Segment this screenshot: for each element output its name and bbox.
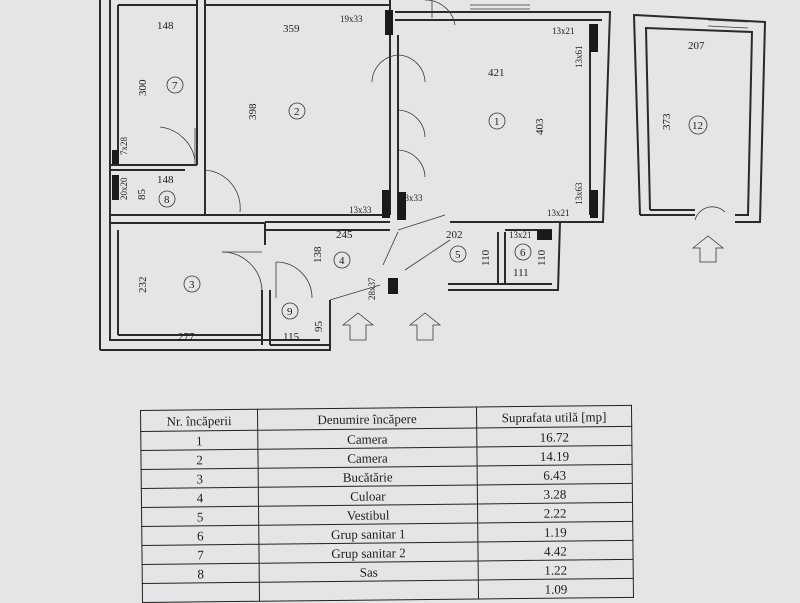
room-number: 9 (287, 306, 293, 318)
walls (99, 0, 767, 351)
doors (159, 0, 726, 301)
dim-label: 13x21 (509, 230, 532, 240)
room-number: 1 (494, 116, 500, 128)
room-number: 5 (455, 249, 461, 261)
dim-label: 148 (157, 174, 174, 186)
cell-area: 4.42 (477, 540, 634, 561)
cell-room-number (142, 582, 260, 603)
cell-room-number: 5 (141, 506, 259, 527)
dim-label: 111 (513, 267, 529, 279)
room-number: 6 (520, 247, 526, 259)
cell-area: 1.09 (478, 578, 634, 599)
dim-label: 373 (661, 113, 673, 130)
dimension-labels: 148 359 19x33 13x21 13x61 421 300 398 40… (119, 14, 705, 343)
room-number: 7 (172, 80, 178, 92)
table-row: 1.09 (142, 578, 634, 603)
cell-room-number: 6 (141, 525, 259, 546)
room-numbers: 1 2 3 4 5 6 7 8 9 12 (158, 76, 708, 320)
cell-area: 1.22 (478, 559, 634, 580)
room-area-table-container: Nr. încăperii Denumire încăpere Suprafat… (140, 405, 634, 603)
room-number: 8 (164, 194, 170, 206)
header-room-number: Nr. încăperii (140, 409, 258, 432)
cell-room-number: 2 (140, 449, 259, 470)
cell-room-number: 7 (141, 544, 260, 565)
dim-label: 13x33 (400, 193, 423, 203)
dim-label: 232 (137, 277, 149, 294)
cell-area: 2.22 (477, 502, 633, 523)
dim-label: 95 (313, 321, 325, 333)
dim-label: 207 (688, 40, 705, 52)
dim-label: 28x37 (367, 277, 377, 300)
room-number: 2 (294, 106, 300, 118)
cell-area: 1.19 (477, 521, 633, 542)
dim-label: 13x33 (349, 205, 372, 215)
floor-plan: 148 359 19x33 13x21 13x61 421 300 398 40… (99, 0, 767, 351)
dim-label: 13x61 (574, 46, 584, 69)
dim-label: 85 (136, 189, 148, 201)
dim-label: 20x20 (119, 177, 129, 200)
dim-label: 19x33 (340, 14, 363, 24)
cell-room-name: Bucătărie (258, 465, 478, 488)
dim-label: 110 (480, 249, 492, 266)
dim-label: 245 (336, 229, 353, 241)
room-number: 3 (189, 279, 195, 291)
cell-room-name: Culoar (258, 484, 478, 507)
dim-label: 13x63 (574, 182, 584, 205)
dim-label: 202 (446, 229, 463, 241)
cell-room-name: Sas (259, 560, 479, 583)
cell-room-name: Vestibul (258, 503, 478, 526)
cell-room-number: 3 (141, 468, 259, 489)
dim-label: 13x21 (547, 208, 570, 218)
dim-label: 421 (488, 67, 505, 79)
cell-room-name: Camera (257, 427, 477, 450)
cell-room-name: Grup sanitar 1 (258, 522, 478, 545)
dim-label: 148 (157, 20, 174, 32)
dim-label: 300 (137, 79, 149, 96)
cell-room-number: 4 (141, 487, 259, 508)
room-number: 12 (692, 120, 703, 132)
dim-label: 13x21 (552, 26, 575, 36)
dim-label: 403 (534, 118, 546, 135)
dim-label: 277 (178, 331, 195, 343)
pillars (112, 10, 598, 294)
cell-area: 16.72 (476, 426, 632, 447)
cell-room-name: Grup sanitar 2 (258, 541, 479, 564)
cell-room-number: 1 (140, 430, 258, 451)
room-number: 4 (339, 255, 345, 267)
cell-room-name (259, 579, 479, 602)
dim-label: 7x28 (119, 137, 129, 156)
cell-room-number: 8 (142, 563, 260, 584)
cell-area: 14.19 (476, 445, 633, 466)
dim-label: 110 (536, 249, 548, 266)
dim-label: 398 (247, 103, 259, 120)
dim-label: 359 (283, 23, 300, 35)
cell-area: 3.28 (477, 483, 633, 504)
dim-label: 138 (312, 246, 324, 263)
entrance-arrows (341, 235, 725, 341)
header-room-name: Denumire încăpere (257, 406, 477, 431)
cell-room-name: Camera (257, 446, 478, 469)
header-usable-area: Suprafata utilă [mp] (476, 405, 632, 428)
dim-label: 115 (283, 331, 300, 343)
room-area-table: Nr. încăperii Denumire încăpere Suprafat… (140, 405, 634, 603)
cell-area: 6.43 (477, 464, 633, 485)
